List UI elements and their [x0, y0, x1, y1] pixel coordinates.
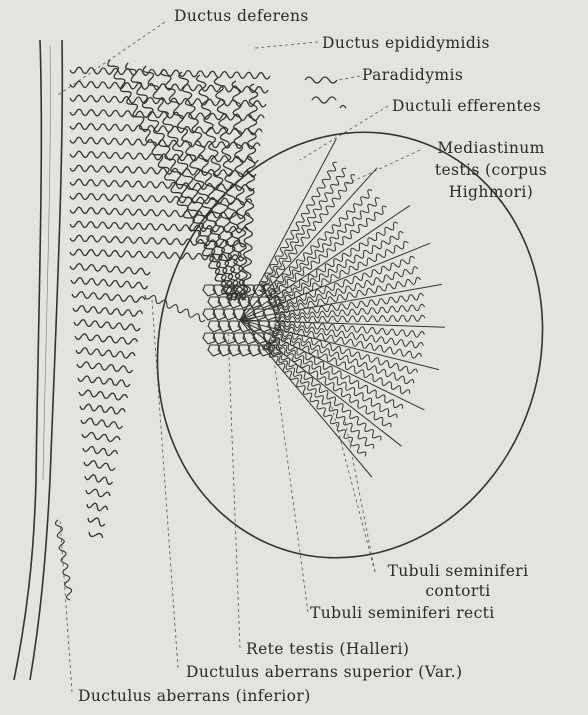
epididymis-coils: [70, 60, 270, 538]
label-mediastinum-1: Mediastinum: [416, 138, 566, 158]
label-ductulus-aberrans-superior: Ductulus aberrans superior (Var.): [186, 662, 462, 682]
label-paradidymis: Paradidymis: [362, 65, 463, 85]
label-tubuli-recti: Tubuli seminiferi recti: [310, 603, 495, 623]
label-ductuli-efferentes: Ductuli efferentes: [392, 96, 541, 116]
label-ductus-deferens: Ductus deferens: [174, 6, 309, 26]
paradidymis-coils: [305, 77, 346, 108]
label-rete-testis: Rete testis (Halleri): [246, 639, 409, 659]
testis-lobules: [240, 139, 445, 477]
label-mediastinum-3: Highmori): [416, 182, 566, 202]
label-ductus-epididymidis: Ductus epididymidis: [322, 33, 490, 53]
label-tubuli-contorti-1: Tubuli seminiferi: [368, 561, 548, 581]
rete-testis-mesh: [55, 285, 281, 600]
ductus-deferens-tube: [14, 40, 62, 680]
label-tubuli-contorti-2: contorti: [368, 581, 548, 601]
label-mediastinum-2: testis (corpus: [416, 160, 566, 180]
label-ductulus-aberrans-inferior: Ductulus aberrans (inferior): [78, 686, 311, 706]
